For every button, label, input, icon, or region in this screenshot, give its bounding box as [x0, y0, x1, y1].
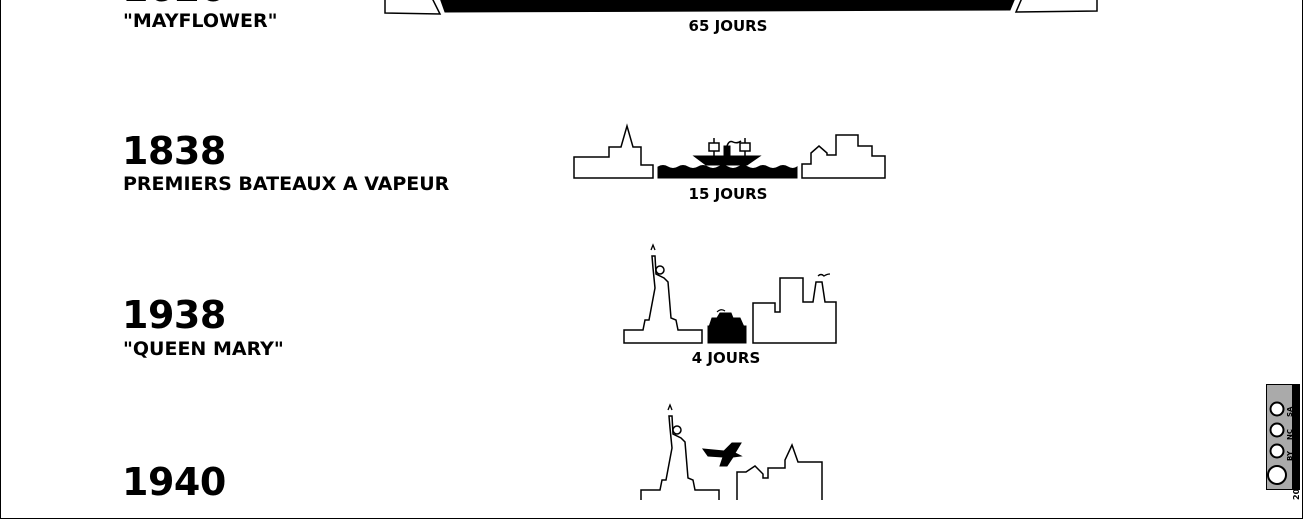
building-right-1938 — [752, 277, 837, 344]
title-steamboats: PREMIERS BATEAUX A VAPEUR — [123, 173, 450, 195]
duration-1938: 4 JOURS — [691, 349, 761, 367]
year-1940: 1940 — [122, 460, 226, 504]
cc-by-label: BY — [1286, 450, 1294, 461]
building-right-1940 — [736, 443, 823, 500]
duration-1838: 15 JOURS — [688, 185, 768, 203]
torch-1940 — [667, 403, 673, 411]
pier-right-1620 — [1014, 0, 1098, 13]
statue-head-1938 — [655, 265, 665, 275]
statue-head-1940 — [672, 425, 682, 435]
airplane-1940 — [701, 442, 743, 467]
title-mayflower: "MAYFLOWER" — [123, 10, 278, 32]
title-queen-mary: "QUEEN MARY" — [123, 338, 284, 360]
water-1838 — [657, 165, 798, 179]
illustrations — [384, 0, 1098, 500]
cc-icon — [1267, 465, 1287, 485]
statue-liberty-1938 — [623, 255, 703, 344]
sa-icon — [1269, 401, 1285, 417]
copyright-year: 2023 — [1292, 477, 1301, 500]
duration-1620: 65 JOURS — [688, 17, 768, 35]
cc-sa-label: SA — [1286, 406, 1294, 417]
steamship-1838 — [692, 155, 762, 166]
creative-commons-badge[interactable]: BY NC SA — [1266, 384, 1300, 490]
year-1938: 1938 — [122, 293, 226, 337]
ship-hull-1620 — [440, 0, 1015, 13]
pier-left-1620 — [384, 0, 442, 15]
building-right-1838 — [801, 134, 886, 179]
statue-liberty-1940 — [640, 415, 720, 500]
funnel-1838 — [723, 145, 731, 157]
torch-1938 — [650, 243, 656, 251]
year-1838: 1838 — [122, 129, 226, 173]
water-1938 — [707, 325, 747, 344]
liner-1938 — [708, 312, 745, 328]
nc-icon — [1269, 422, 1285, 438]
by-icon — [1269, 443, 1285, 459]
building-left-1838 — [573, 123, 654, 179]
year-1620: 1620 — [122, 0, 226, 7]
cc-nc-label: NC — [1286, 429, 1294, 440]
